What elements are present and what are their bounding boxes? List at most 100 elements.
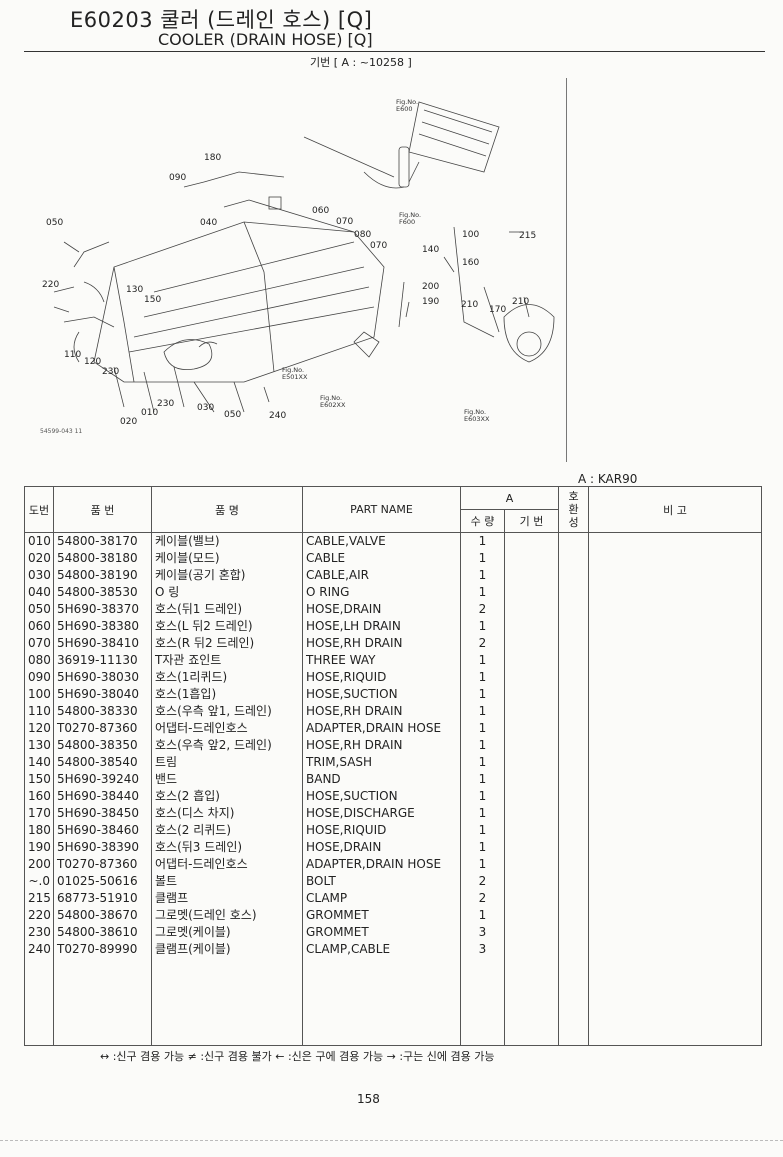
cell-quantity: 1 <box>460 703 505 720</box>
cell-item-no: 170 <box>24 805 54 822</box>
cell-part-name: HOSE,RH DRAIN <box>302 635 461 652</box>
cell-remarks <box>588 771 762 788</box>
interchange-legend: ↔ :신구 겸용 가능 ≠ :신구 겸용 불가 ← :신은 구에 겸용 가능 →… <box>100 1050 495 1063</box>
cell-interchange <box>558 788 589 805</box>
cell-part-name: HOSE,RIQUID <box>302 669 461 686</box>
cell-empty <box>588 958 762 1046</box>
cell-quantity: 1 <box>460 771 505 788</box>
cell-remarks <box>588 567 762 584</box>
cell-interchange <box>558 924 589 941</box>
cell-part-number: 5H690-38390 <box>53 839 152 856</box>
cell-item-no: 200 <box>24 856 54 873</box>
cell-remarks <box>588 941 762 958</box>
cell-item-no: 100 <box>24 686 54 703</box>
fig-ref-f600: Fig.No.F600 <box>399 211 421 226</box>
cell-name-korean: 호스(뒤1 드레인) <box>151 601 303 618</box>
cell-part-number: 54800-38170 <box>53 532 152 550</box>
cell-part-number: 54800-38330 <box>53 703 152 720</box>
cell-part-number: 5H690-38460 <box>53 822 152 839</box>
cell-interchange <box>558 822 589 839</box>
callout-label: 110 <box>64 350 81 360</box>
cell-item-no: 040 <box>24 584 54 601</box>
cell-interchange <box>558 703 589 720</box>
fig-ref-e602: Fig.No.E602XX <box>320 394 346 409</box>
cell-item-no: 150 <box>24 771 54 788</box>
page-number: 158 <box>357 1092 380 1106</box>
cell-name-korean: 호스(우측 앞1, 드레인) <box>151 703 303 720</box>
cell-part-name: CABLE <box>302 550 461 567</box>
cell-quantity: 3 <box>460 941 505 958</box>
table-filler-row <box>24 958 762 1046</box>
diagram-reference-code: 54599-043 11 <box>40 428 83 435</box>
cell-name-korean: O 링 <box>151 584 303 601</box>
header-part-name: PART NAME <box>302 486 461 533</box>
page-bottom-edge <box>0 1140 783 1141</box>
callout-label: 230 <box>102 367 119 377</box>
callout-label: 190 <box>422 297 439 307</box>
cell-item-no: 120 <box>24 720 54 737</box>
cell-remarks <box>588 669 762 686</box>
cell-name-korean: 클램프(케이블) <box>151 941 303 958</box>
cell-part-number: 5H690-38410 <box>53 635 152 652</box>
cell-part-number: 36919-11130 <box>53 652 152 669</box>
cell-name-korean: 밴드 <box>151 771 303 788</box>
cell-quantity: 1 <box>460 839 505 856</box>
callout-label: 160 <box>462 258 479 268</box>
cell-quantity: 1 <box>460 737 505 754</box>
callout-label: 070 <box>370 241 387 251</box>
callout-label: 020 <box>120 417 137 427</box>
cell-serial <box>504 873 559 890</box>
callout-label: 040 <box>200 218 217 228</box>
cell-serial <box>504 805 559 822</box>
cell-remarks <box>588 618 762 635</box>
cell-quantity: 1 <box>460 754 505 771</box>
cell-part-name: GROMMET <box>302 924 461 941</box>
cell-remarks <box>588 601 762 618</box>
cell-part-number: T0270-87360 <box>53 856 152 873</box>
cell-item-no: 030 <box>24 567 54 584</box>
cell-remarks <box>588 737 762 754</box>
callout-label: 080 <box>354 230 371 240</box>
cell-part-name: CABLE,AIR <box>302 567 461 584</box>
callout-label: 200 <box>422 282 439 292</box>
cell-interchange <box>558 754 589 771</box>
cell-quantity: 2 <box>460 601 505 618</box>
cell-item-no: 130 <box>24 737 54 754</box>
cell-quantity: 1 <box>460 788 505 805</box>
cell-remarks <box>588 890 762 907</box>
cell-item-no: 110 <box>24 703 54 720</box>
cell-name-korean: 호스(L 뒤2 드레인) <box>151 618 303 635</box>
cell-empty <box>504 958 559 1046</box>
cell-name-korean: 어댑터-드레인호스 <box>151 720 303 737</box>
cell-part-number: 54800-38670 <box>53 907 152 924</box>
cell-part-number: 5H690-38040 <box>53 686 152 703</box>
cell-interchange <box>558 907 589 924</box>
header-group-a: A <box>460 486 559 510</box>
cell-serial <box>504 618 559 635</box>
header-part-no: 품 번 <box>53 486 152 533</box>
cell-remarks <box>588 635 762 652</box>
table-subheader-row: 수 량 기 번 <box>25 509 762 533</box>
cell-interchange <box>558 532 589 550</box>
cell-remarks <box>588 550 762 567</box>
cell-quantity: 1 <box>460 652 505 669</box>
cell-interchange <box>558 771 589 788</box>
callout-label: 180 <box>204 153 221 163</box>
cell-serial <box>504 720 559 737</box>
callout-label: 100 <box>462 230 479 240</box>
cell-part-name: HOSE,DISCHARGE <box>302 805 461 822</box>
cell-item-no: 090 <box>24 669 54 686</box>
callout-label: 230 <box>157 399 174 409</box>
callout-label: 140 <box>422 245 439 255</box>
cell-name-korean: T자관 죠인트 <box>151 652 303 669</box>
